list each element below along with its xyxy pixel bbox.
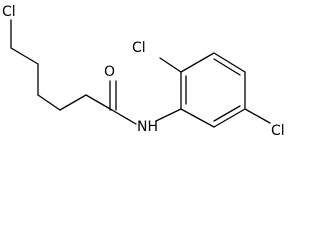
bond-nitrogen-aryl xyxy=(155,108,182,122)
atom-label-cl-meta: Cl xyxy=(271,123,285,139)
bond-c1-c2 xyxy=(10,47,39,65)
ring-inner-bond-c xyxy=(213,105,241,122)
ring-bond-c3-c4 xyxy=(213,52,246,73)
atom-label-cl-chain: Cl xyxy=(2,4,16,20)
atom-label-cl-ortho: Cl xyxy=(132,40,146,56)
ring-bond-c6-c1 xyxy=(180,108,215,128)
ring-bond-c2-c3 xyxy=(180,52,215,73)
bond-ring-cl-ortho xyxy=(159,57,182,73)
bond-c5-carbonyl-carbon xyxy=(85,94,113,111)
bond-c3-c4 xyxy=(37,94,61,111)
ring-inner-bond-b xyxy=(213,58,241,76)
atom-label-amide-nh: NH xyxy=(137,119,158,135)
ring-bond-c5-c6 xyxy=(213,108,246,128)
bond-ring-cl-meta xyxy=(244,108,271,124)
atom-label-oxygen: O xyxy=(104,64,115,80)
bond-carbonyl-nitrogen xyxy=(111,109,137,125)
bond-c4-c5 xyxy=(59,94,87,111)
molecule-structure-diagram: Cl O NH Cl Cl xyxy=(2,4,285,139)
